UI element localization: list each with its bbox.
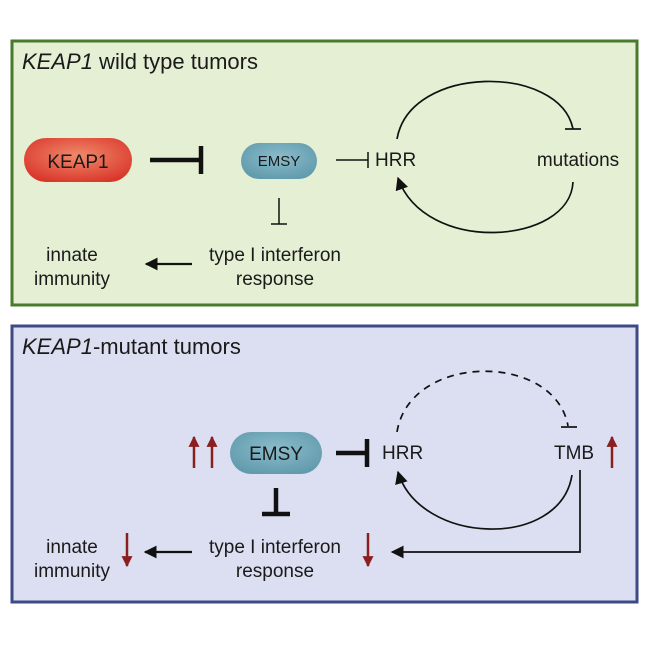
keap1-inhibits-emsy-icon <box>150 146 204 174</box>
emsy-inhibits-ifn-icon-mutant <box>262 488 290 517</box>
innate-immunity-line1: innate <box>46 245 98 266</box>
panel-mutant-title: KEAP1-mutant tumors <box>22 334 241 359</box>
ifn-response-line1: type I interferon <box>209 245 341 266</box>
hrr-to-tmb-weakened-arc <box>396 370 569 433</box>
innate-immunity-line1-mutant: innate <box>46 537 98 558</box>
emsy-node-shape-mutant <box>230 432 322 474</box>
emsy-inhibits-hrr-icon-mutant <box>336 439 370 467</box>
mutations-label: mutations <box>537 150 619 171</box>
ifn-response-line2-mutant: response <box>236 561 314 582</box>
emsy-label: EMSY <box>258 153 301 170</box>
tmb-to-ifn-arrow-icon <box>390 470 581 559</box>
panel-wild-type: KEAP1 wild type tumors KEAP1 EMSY HRR mu… <box>10 39 639 307</box>
mutations-to-hrr-arrow-icon <box>395 176 574 234</box>
ifn-response-line2: response <box>236 269 314 290</box>
tmb-to-hrr-arrow-icon <box>395 470 573 530</box>
keap1-label: KEAP1 <box>47 152 108 173</box>
hrr-to-mutations-inhibition-arc <box>396 80 574 140</box>
hrr-label: HRR <box>375 150 416 171</box>
emsy-inhibits-ifn-icon <box>271 198 287 225</box>
innate-immunity-line2: immunity <box>34 269 111 290</box>
ifn-response-line1-mutant: type I interferon <box>209 537 341 558</box>
innate-immunity-line2-mutant: immunity <box>34 561 111 582</box>
keap1-node-shape <box>24 138 132 182</box>
panel-mutant: KEAP1-mutant tumors EMSY HRR TMB type I … <box>10 324 639 604</box>
tmb-label: TMB <box>554 443 594 464</box>
emsy-node-shape <box>241 143 317 179</box>
panel-mutant-frame <box>10 324 639 604</box>
emsy-inhibits-hrr-icon <box>336 152 369 168</box>
emsy-label-mutant: EMSY <box>249 444 303 465</box>
hrr-label-mutant: HRR <box>382 443 423 464</box>
panel-wild-type-title: KEAP1 wild type tumors <box>22 49 258 74</box>
